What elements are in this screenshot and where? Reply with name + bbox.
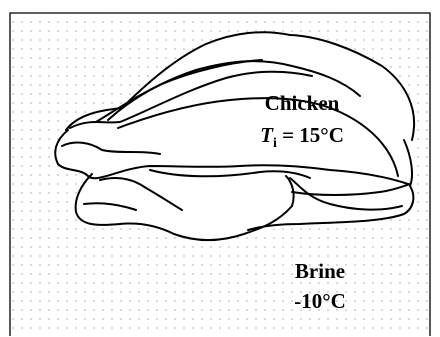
brine-name: Brine <box>295 259 345 283</box>
chicken-name: Chicken <box>265 91 340 115</box>
chicken-initial-temp: Ti = 15°C <box>260 123 344 151</box>
temp-value: = 15°C <box>277 123 344 147</box>
brine-temp: -10°C <box>294 289 346 313</box>
